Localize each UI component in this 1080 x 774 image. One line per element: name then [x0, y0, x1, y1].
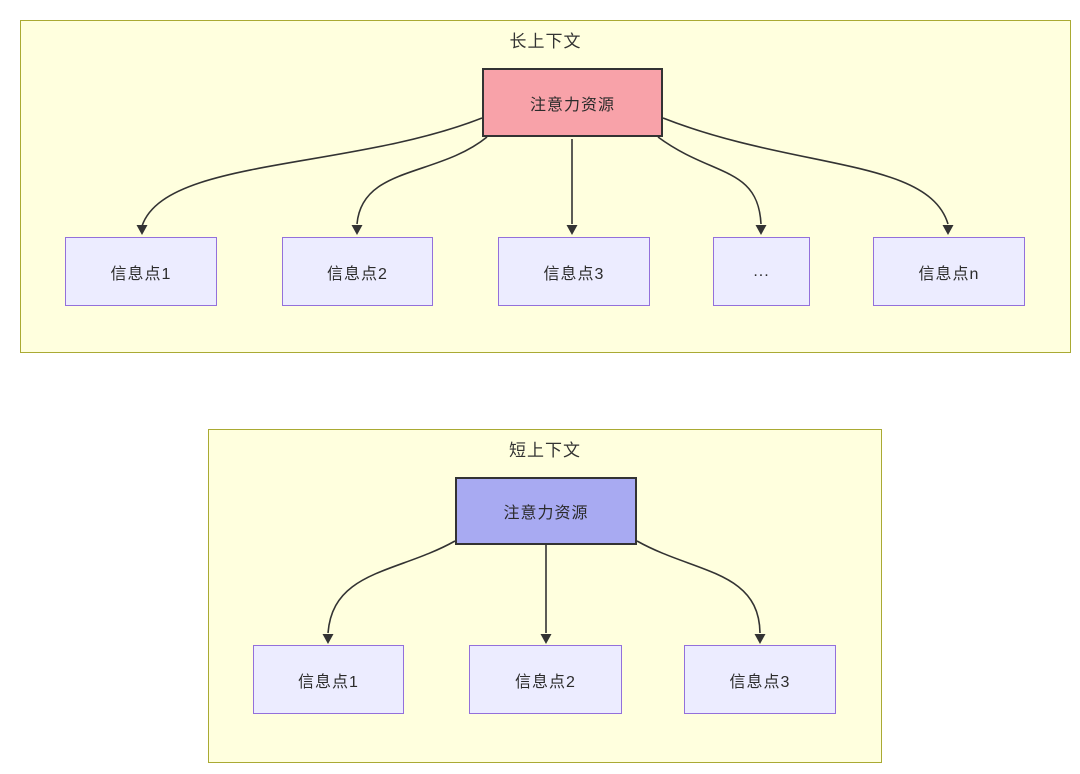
- info-node-label: 信息点1: [110, 265, 172, 283]
- attention-resource-label-long: 注意力资源: [529, 96, 615, 114]
- attention-resource-node-short: 注意力资源: [455, 477, 637, 545]
- attention-resource-label-short: 注意力资源: [503, 505, 589, 522]
- info-node-long-n: 信息点n: [873, 237, 1025, 306]
- info-node-long-3: 信息点3: [498, 237, 650, 306]
- info-node-label: 信息点n: [918, 265, 980, 283]
- info-node-label: ...: [753, 262, 770, 280]
- info-node-short-3: 信息点3: [684, 645, 836, 714]
- info-node-long-2: 信息点2: [282, 237, 433, 306]
- info-node-label: 信息点2: [515, 673, 576, 691]
- long-context-cluster-title: 长上下文: [509, 32, 582, 51]
- info-node-label: 信息点1: [298, 673, 359, 691]
- info-node-long-ellipsis: ...: [713, 237, 810, 306]
- short-context-cluster-title: 短上下文: [509, 441, 581, 460]
- info-node-label: 信息点3: [729, 673, 791, 691]
- info-node-short-1: 信息点1: [253, 645, 404, 714]
- info-node-label: 信息点2: [327, 265, 388, 283]
- info-node-short-2: 信息点2: [469, 645, 622, 714]
- info-node-label: 信息点3: [543, 265, 605, 283]
- attention-resource-node-long: 注意力资源: [482, 68, 663, 137]
- info-node-long-1: 信息点1: [65, 237, 217, 306]
